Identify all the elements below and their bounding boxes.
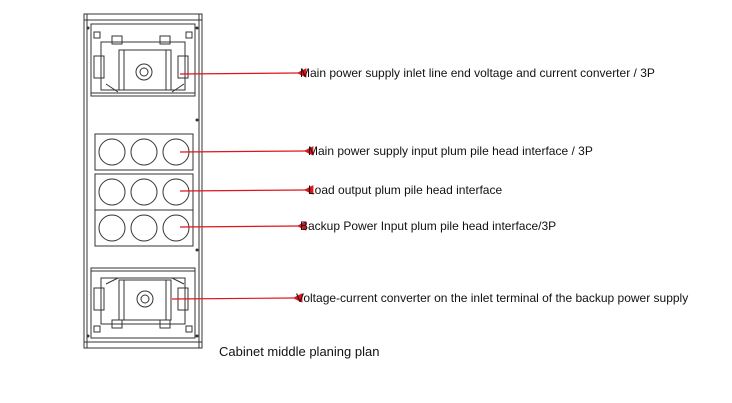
label-bottom-converter: Voltage-current converter on the inlet t… (296, 291, 689, 305)
label-load-output: Load output plum pile head interface (308, 183, 503, 197)
diagram-caption: Cabinet middle planing plan (219, 344, 380, 359)
label-backup-input: Backup Power Input plum pile head interf… (300, 219, 557, 233)
connector-row-load-output (94, 173, 194, 211)
arrow-top-converter (179, 68, 307, 78)
arrow-backup-input (179, 221, 307, 231)
cabinet-outline (83, 13, 203, 349)
arrow-load-output (179, 185, 314, 195)
bottom-converter-block (90, 267, 196, 339)
label-main-input: Main power supply input plum pile head i… (308, 144, 593, 158)
connector-row-backup-input (94, 209, 194, 247)
arrow-main-input (179, 146, 314, 156)
top-converter-block (90, 23, 196, 97)
label-top-converter: Main power supply inlet line end voltage… (300, 66, 655, 80)
arrow-bottom-converter (171, 293, 303, 303)
connector-row-main-input (94, 133, 194, 171)
